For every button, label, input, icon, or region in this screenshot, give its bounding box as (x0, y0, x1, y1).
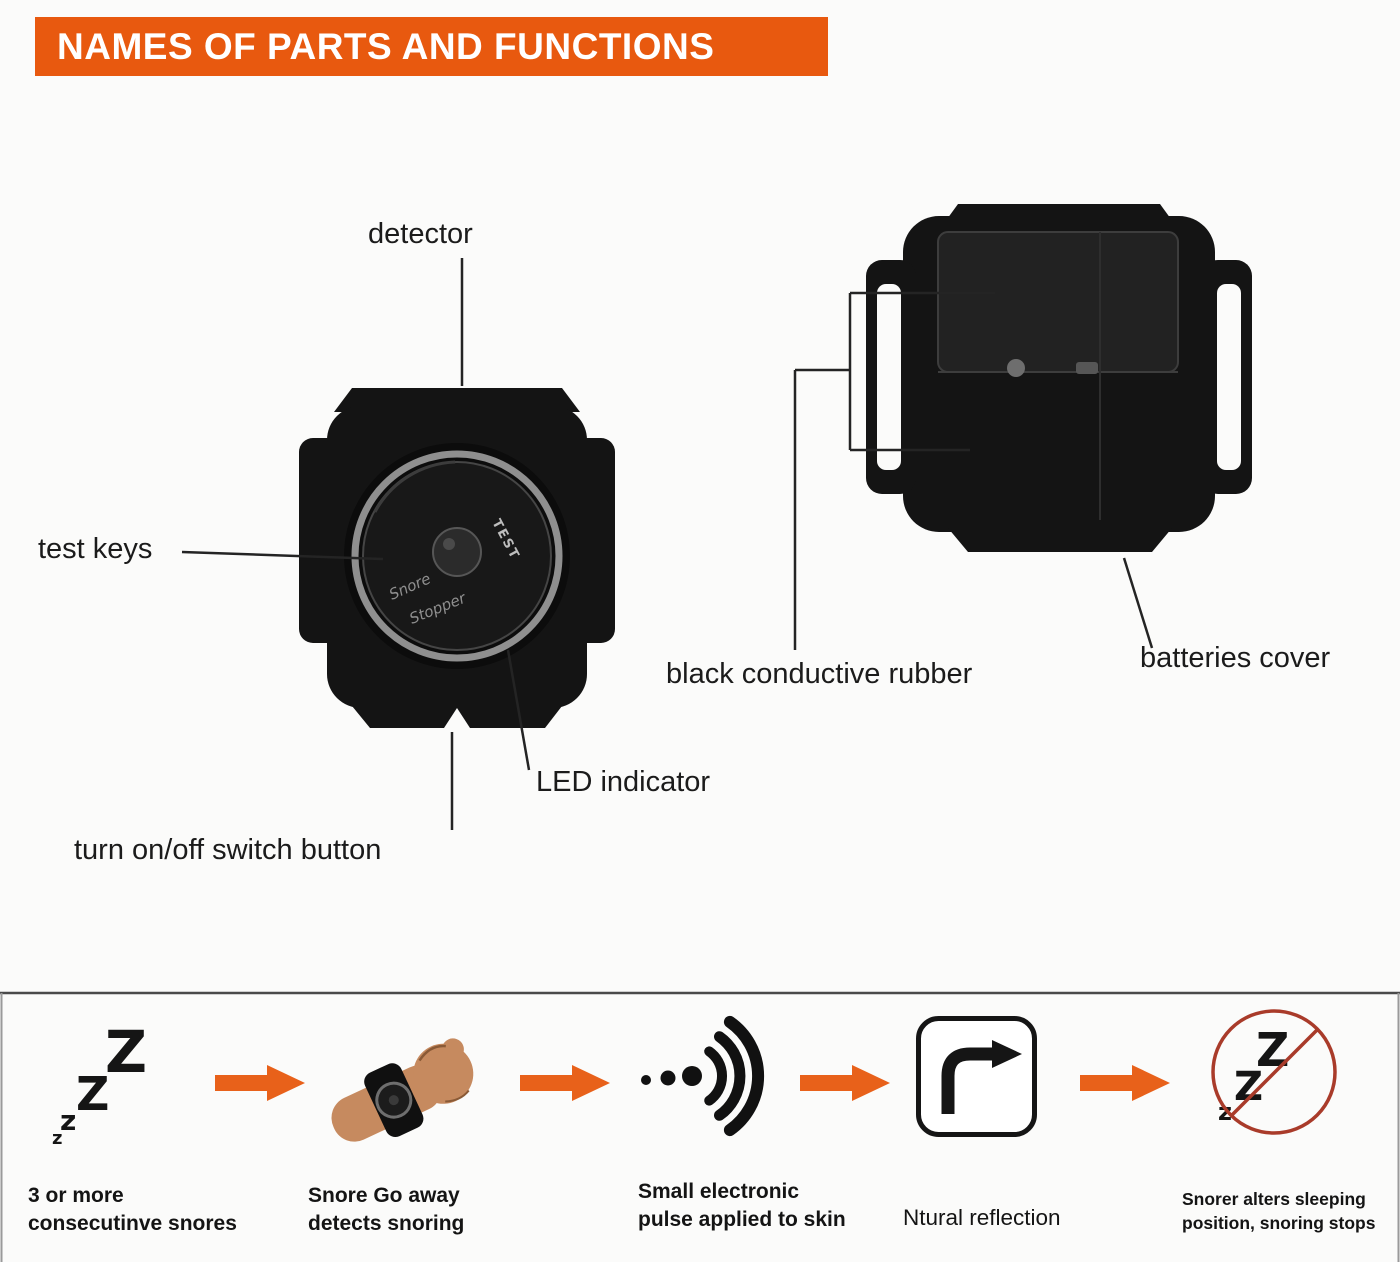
label-conductive-rubber: black conductive rubber (666, 658, 973, 690)
flow-caption-snores: 3 or more consecutinve snores (28, 1184, 237, 1236)
wrist-device-icon (331, 1038, 474, 1142)
front-device-illustration: TEST Snore Stopper (299, 388, 615, 728)
flow-caption-pulse: Small electronic pulse applied to skin (638, 1180, 846, 1232)
prohibition-circle (1211, 1009, 1337, 1135)
right-arrow-icon (520, 1065, 610, 1101)
label-switch-button: turn on/off switch button (74, 834, 382, 866)
right-arrow-icon (215, 1065, 305, 1101)
right-arrow-icon (1080, 1065, 1170, 1101)
screw-icon (1007, 359, 1025, 377)
label-detector: detector (368, 218, 473, 250)
electronic-pulse-icon (641, 1015, 765, 1137)
label-led-indicator: LED indicator (536, 766, 711, 798)
back-device-illustration (866, 204, 1252, 552)
label-test-keys: test keys (38, 533, 153, 565)
batteries-cover-panel (937, 231, 1179, 373)
flow-caption-detects: Snore Go away detects snoring (308, 1184, 465, 1236)
svg-text:Z: Z (76, 1067, 109, 1121)
natural-reflection-icon (916, 1016, 1037, 1137)
label-batteries-cover: batteries cover (1140, 642, 1331, 674)
connector-line-test-keys (181, 550, 384, 561)
svg-text:z: z (60, 1104, 76, 1137)
snoring-zzz-icon: Z Z z z (52, 1018, 147, 1149)
connector-line-rubber (793, 291, 995, 650)
right-arrow-icon (800, 1065, 890, 1101)
page-title: NAMES OF PARTS AND FUNCTIONS (35, 17, 828, 76)
right-strap-wing (573, 438, 615, 643)
svg-text:Z: Z (105, 1018, 147, 1086)
switch-button-illustration (432, 527, 482, 577)
svg-text:z: z (52, 1128, 62, 1149)
prohibition-slash (1229, 1027, 1320, 1118)
svg-text:Z: Z (1256, 1023, 1289, 1077)
connector-line-batteries (1122, 557, 1154, 649)
no-snoring-icon: Z Z z (1211, 1009, 1337, 1135)
connector-line-led (506, 649, 531, 771)
metal-ring (351, 450, 563, 662)
cover-latch (1076, 362, 1098, 374)
flow-caption-reflection: Ntural reflection (903, 1205, 1061, 1230)
left-strap-wing (299, 438, 341, 643)
flow-caption-stops: Snorer alters sleeping position, snoring… (1182, 1189, 1376, 1233)
